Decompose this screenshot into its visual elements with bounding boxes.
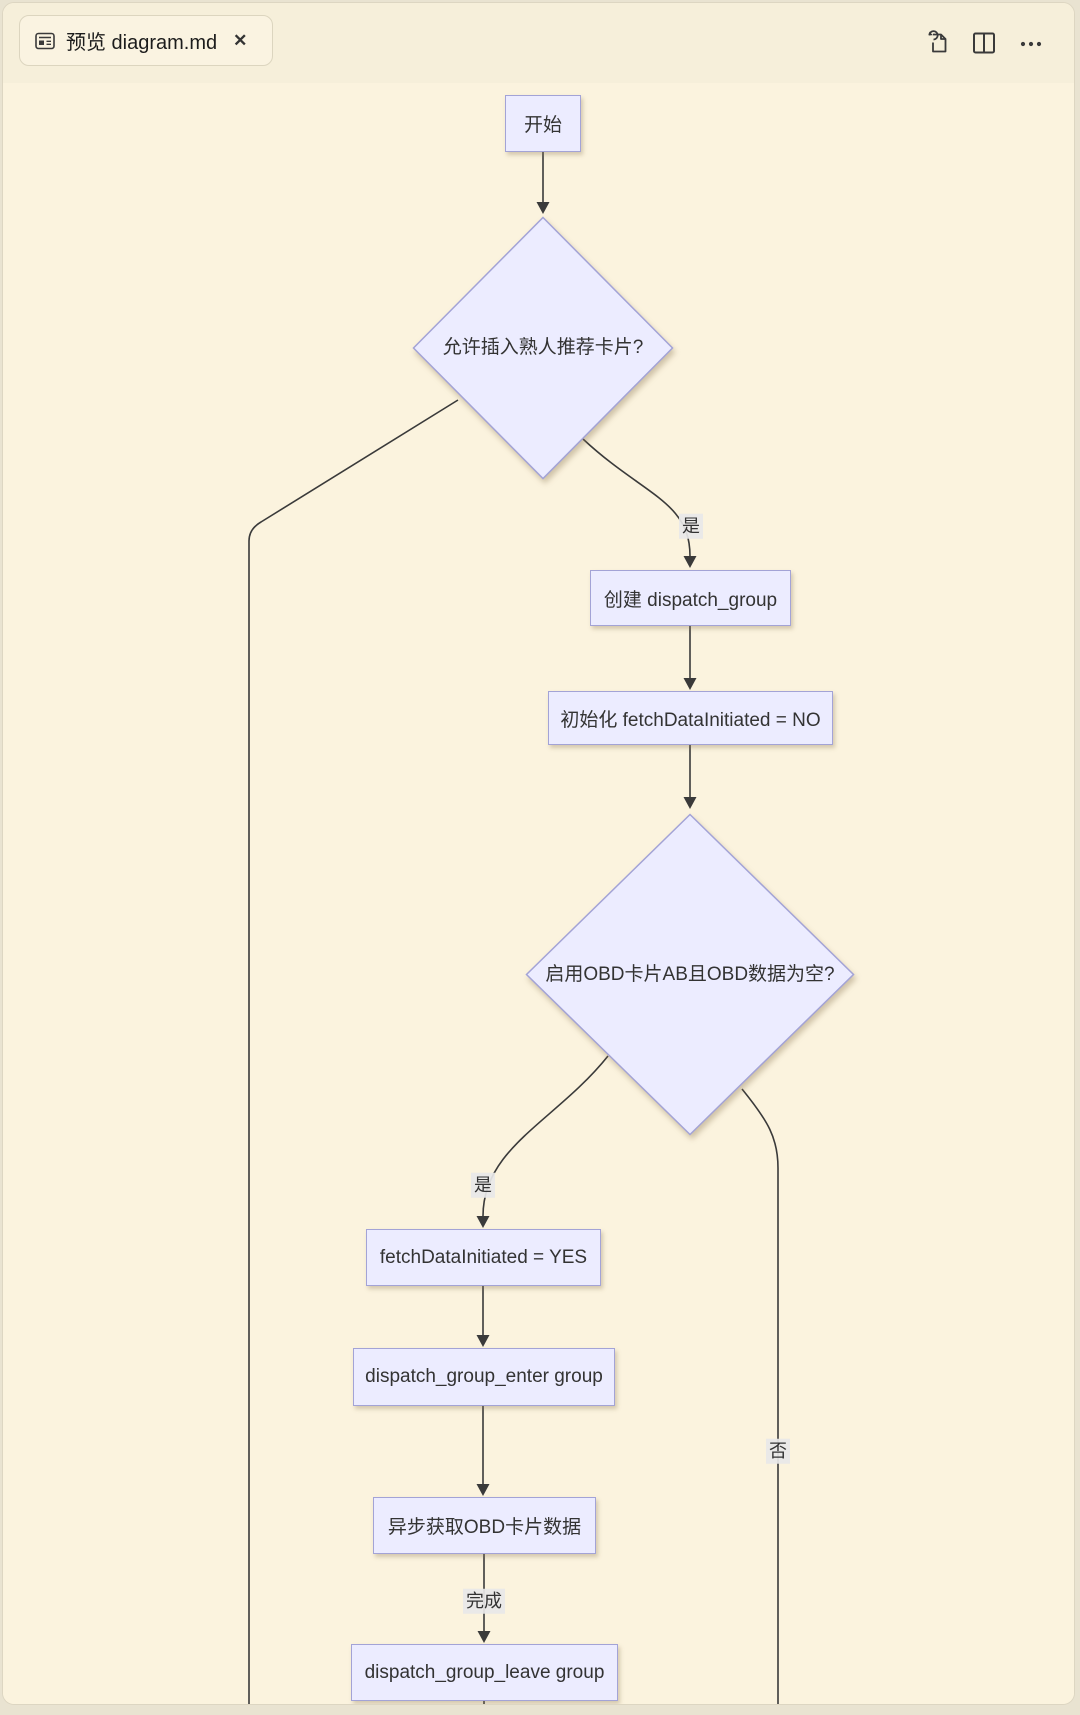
- tab-actions: [922, 25, 1046, 61]
- node-dispatch-group-leave-label: dispatch_group_leave group: [364, 1661, 605, 1683]
- node-create-dispatch-group: 创建 dispatch_group: [590, 570, 791, 626]
- node-start-label: 开始: [523, 115, 562, 136]
- node-dispatch-group-enter: dispatch_group_enter group: [353, 1348, 615, 1406]
- refresh-file-icon[interactable]: [922, 28, 952, 58]
- tab-title: 预览 diagram.md: [66, 32, 218, 54]
- node-async-fetch-obd-label: 异步获取OBD卡片数据: [387, 1517, 582, 1538]
- node-dispatch-group-leave: dispatch_group_leave group: [351, 1644, 618, 1701]
- node-fetchdata-yes-label: fetchDataInitiated = YES: [379, 1246, 588, 1268]
- tab-preview-diagram[interactable]: 预览 diagram.md ✕: [19, 15, 273, 66]
- edge-label-yes-2: 是: [471, 1172, 495, 1198]
- edge-label-no: 否: [766, 1438, 790, 1464]
- node-dispatch-group-enter-label: dispatch_group_enter group: [365, 1366, 603, 1387]
- flowchart-canvas: 开始 允许插入熟人推荐卡片? 创建 dispatch_group 初始化 fet…: [3, 83, 1074, 1704]
- node-fetchdata-yes: fetchDataInitiated = YES: [366, 1229, 601, 1286]
- markdown-preview-icon: [34, 30, 56, 52]
- flowchart-edges: [248, 152, 779, 1704]
- node-decision-obd-enabled: 启用OBD卡片AB且OBD数据为空?: [525, 813, 855, 1136]
- node-start: 开始: [505, 95, 581, 152]
- more-actions-icon[interactable]: [1016, 28, 1046, 58]
- node-decision-allow-insert: 允许插入熟人推荐卡片?: [412, 216, 674, 480]
- node-init-fetchdata-no: 初始化 fetchDataInitiated = NO: [548, 691, 833, 745]
- node-init-fetchdata-no-label: 初始化 fetchDataInitiated = NO: [560, 709, 821, 731]
- edge-label-yes-1: 是: [679, 513, 703, 539]
- tab-bar: 预览 diagram.md ✕: [3, 3, 1074, 84]
- node-decision-obd-enabled-label: 启用OBD卡片AB且OBD数据为空?: [545, 963, 835, 985]
- node-decision-allow-insert-label: 允许插入熟人推荐卡片?: [442, 337, 644, 359]
- node-async-fetch-obd: 异步获取OBD卡片数据: [373, 1497, 596, 1554]
- edge-label-done: 完成: [463, 1588, 505, 1614]
- close-icon[interactable]: ✕: [233, 31, 248, 50]
- node-create-dispatch-group-label: 创建 dispatch_group: [603, 589, 778, 611]
- split-editor-icon[interactable]: [970, 29, 998, 57]
